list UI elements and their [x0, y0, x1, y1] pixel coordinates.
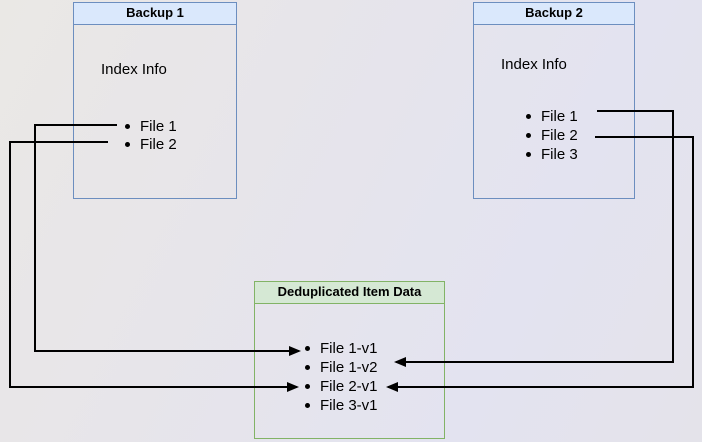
backup2-box: Backup 2 Index Info File 1 File 2 File 3: [473, 2, 635, 199]
dedup-item: File 3-v1: [305, 396, 378, 415]
bullet-icon: [305, 346, 310, 351]
backup1-box: Backup 1 Index Info File 1 File 2: [73, 2, 237, 199]
dedup-box: Deduplicated Item Data File 1-v1 File 1-…: [254, 281, 445, 439]
backup2-file-item: File 2: [526, 126, 578, 145]
bullet-icon: [526, 133, 531, 138]
backup1-file-list: File 1 File 2: [125, 117, 177, 153]
backup2-file-1-label: File 1: [541, 108, 578, 125]
backup2-index-info-label: Index Info: [501, 56, 567, 73]
backup1-file-item: File 1: [125, 117, 177, 135]
backup1-title: Backup 1: [74, 3, 236, 25]
backup1-file-2-label: File 2: [140, 135, 177, 153]
backup2-file-item: File 1: [526, 107, 578, 126]
backup1-index-info-label: Index Info: [101, 61, 167, 78]
bullet-icon: [125, 123, 130, 129]
backup2-file-3-label: File 3: [541, 146, 578, 163]
dedup-title: Deduplicated Item Data: [255, 282, 444, 304]
dedup-file-2-v1-label: File 2-v1: [320, 378, 378, 395]
backup1-file-item: File 2: [125, 135, 177, 153]
backup2-title: Backup 2: [474, 3, 634, 25]
dedup-file-1-v2-label: File 1-v2: [320, 359, 378, 376]
bullet-icon: [125, 141, 130, 147]
dedup-item: File 1-v1: [305, 339, 378, 358]
bullet-icon: [526, 152, 531, 157]
dedup-item: File 1-v2: [305, 358, 378, 377]
dedup-item: File 2-v1: [305, 377, 378, 396]
bullet-icon: [305, 365, 310, 370]
dedup-file-1-v1-label: File 1-v1: [320, 340, 378, 357]
bullet-icon: [526, 114, 531, 119]
bullet-icon: [305, 384, 310, 389]
backup2-file-2-label: File 2: [541, 127, 578, 144]
backup1-file-1-label: File 1: [140, 117, 177, 135]
dedup-file-3-v1-label: File 3-v1: [320, 397, 378, 414]
backup2-file-item: File 3: [526, 145, 578, 164]
bullet-icon: [305, 403, 310, 408]
dedup-item-list: File 1-v1 File 1-v2 File 2-v1 File 3-v1: [305, 339, 378, 415]
backup2-file-list: File 1 File 2 File 3: [526, 107, 578, 164]
